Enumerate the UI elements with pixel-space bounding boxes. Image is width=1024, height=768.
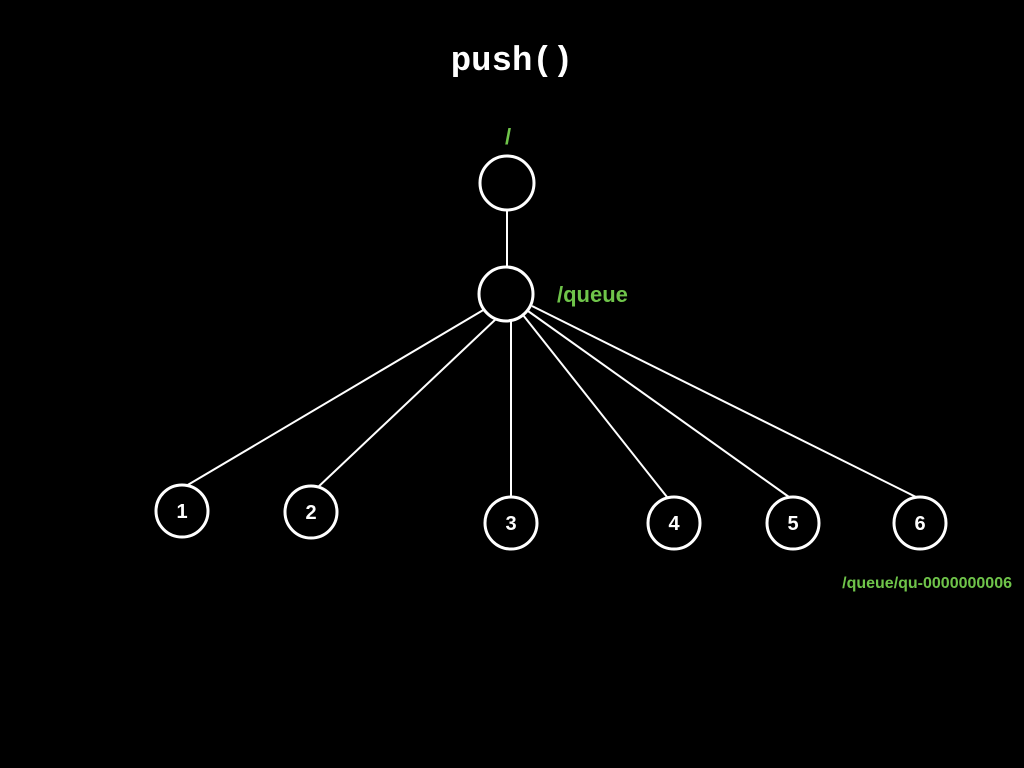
child-node-label: 2 [305,502,316,524]
edges [185,210,917,498]
edge-queue-to-child-4 [522,314,668,498]
edge-queue-to-child-5 [527,310,790,498]
queue-node [477,265,535,323]
root-path-label: / [505,124,511,149]
child-node-label: 4 [668,513,680,535]
child-node-label: 1 [176,501,187,523]
child-node-label: 6 [914,513,925,535]
child-node: 3 [483,495,539,551]
child-node-circle [483,495,539,551]
child-node-circle [646,495,702,551]
child-node: 2 [283,484,339,540]
child-node-label: 5 [787,513,798,535]
child-node-label: 3 [505,513,516,535]
child-node: 6 [892,495,948,551]
edge-queue-to-child-2 [315,317,498,490]
child-node-circle [283,484,339,540]
child-node-circle [765,495,821,551]
diagram-title: push() [451,43,573,81]
child-node: 5 [765,495,821,551]
child-node-circle [154,483,210,539]
edge-queue-to-child-1 [185,308,486,487]
new-node-path-label: /queue/qu-0000000006 [842,575,1012,592]
child-node: 1 [154,483,210,539]
child-node: 4 [646,495,702,551]
edge-queue-to-child-6 [531,305,917,498]
child-node-circle [892,495,948,551]
queue-path-label: /queue [557,282,628,307]
root-node [478,154,536,212]
